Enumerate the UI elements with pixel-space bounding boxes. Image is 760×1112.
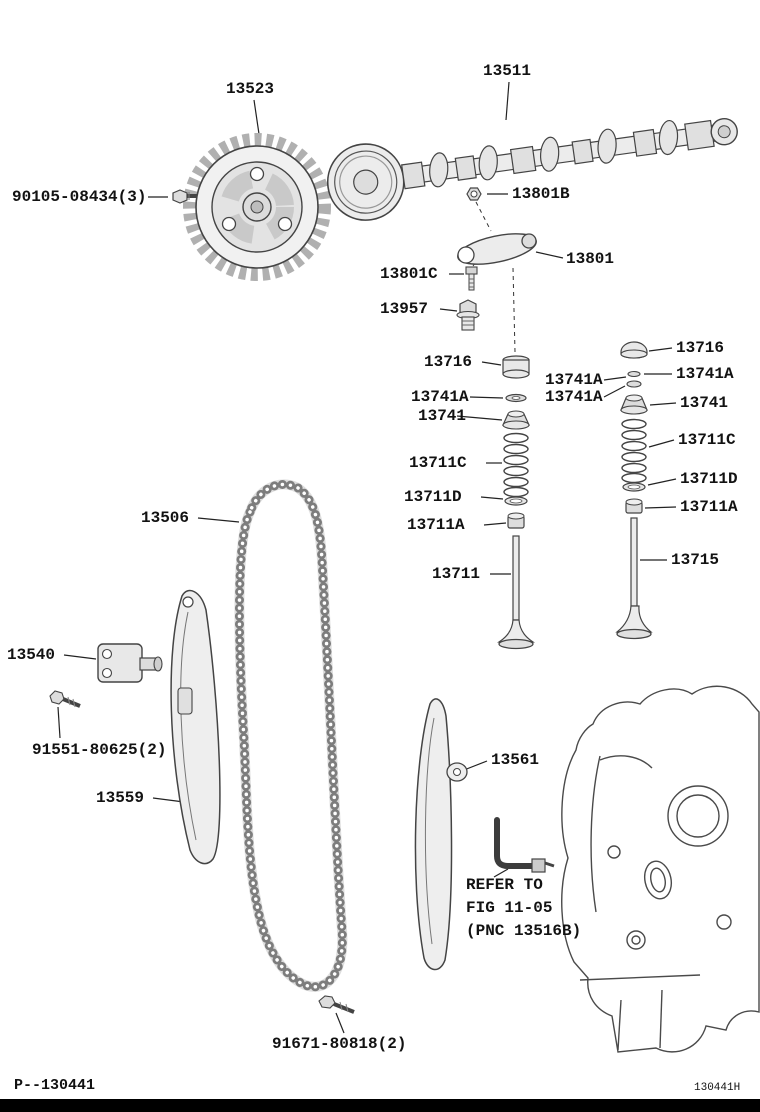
chain-guide bbox=[414, 698, 468, 971]
leader-lines bbox=[57, 81, 677, 1034]
label-refer-line2: FIG 11-05 bbox=[466, 899, 553, 917]
chain-damper bbox=[170, 589, 221, 865]
label-13523: 13523 bbox=[226, 80, 275, 98]
flange-bolt-13957 bbox=[456, 299, 480, 331]
valve-stack-right bbox=[615, 341, 653, 640]
label-91671-80818: 91671-80818(2) bbox=[272, 1035, 407, 1053]
oil-nozzle-pipe bbox=[494, 817, 555, 873]
rocker-arm bbox=[457, 233, 537, 265]
footer-sheet-code: 130441H bbox=[694, 1082, 741, 1094]
label-13801: 13801 bbox=[566, 250, 615, 268]
rocker-nut bbox=[466, 187, 482, 201]
label-13711: 13711 bbox=[432, 565, 481, 583]
label-13506: 13506 bbox=[141, 509, 190, 527]
label-13711d-right: 13711D bbox=[680, 470, 738, 488]
camshaft bbox=[326, 118, 738, 221]
rocker-adjust-bolt bbox=[465, 266, 478, 291]
label-13716-right: 13716 bbox=[676, 339, 725, 357]
engine-block bbox=[561, 685, 760, 1053]
label-13801c: 13801C bbox=[380, 265, 438, 283]
valve-stack-left bbox=[497, 355, 535, 650]
label-13711a-left: 13711A bbox=[407, 516, 465, 534]
label-13559: 13559 bbox=[96, 789, 145, 807]
label-13711a-right: 13711A bbox=[680, 498, 738, 516]
label-13957: 13957 bbox=[380, 300, 429, 318]
label-refer-line1: REFER TO bbox=[466, 876, 543, 894]
timing-chain bbox=[234, 479, 348, 992]
footer-bar bbox=[0, 1099, 760, 1112]
camshaft-sprocket bbox=[183, 133, 331, 281]
label-13741-right: 13741 bbox=[680, 394, 729, 412]
label-13741a-mid-upper: 13741A bbox=[545, 371, 603, 389]
label-13511: 13511 bbox=[483, 62, 532, 80]
label-13711c-right: 13711C bbox=[678, 431, 736, 449]
label-13561: 13561 bbox=[491, 751, 540, 769]
alignment-dashes bbox=[472, 201, 516, 353]
guide-bolt bbox=[318, 995, 355, 1014]
label-13741a-left: 13741A bbox=[411, 388, 469, 406]
label-13741-left: 13741 bbox=[418, 407, 467, 425]
label-13741a-right: 13741A bbox=[676, 365, 734, 383]
label-13715: 13715 bbox=[671, 551, 720, 569]
label-91551-80625: 91551-80625(2) bbox=[32, 741, 167, 759]
label-90105-08434: 90105-08434(3) bbox=[12, 188, 147, 206]
label-13801b: 13801B bbox=[512, 185, 570, 203]
label-13540: 13540 bbox=[7, 646, 56, 664]
label-refer-line3: (PNC 13516B) bbox=[466, 922, 582, 940]
label-13716-left: 13716 bbox=[424, 353, 473, 371]
sprocket-bolt bbox=[172, 189, 197, 204]
footer-drawing-code: P--130441 bbox=[14, 1077, 96, 1094]
tensioner-bolt bbox=[49, 690, 81, 708]
label-13741a-mid-lower: 13741A bbox=[545, 388, 603, 406]
label-13711d-left: 13711D bbox=[404, 488, 462, 506]
label-13711c-left: 13711C bbox=[409, 454, 467, 472]
chain-tensioner bbox=[97, 643, 163, 683]
